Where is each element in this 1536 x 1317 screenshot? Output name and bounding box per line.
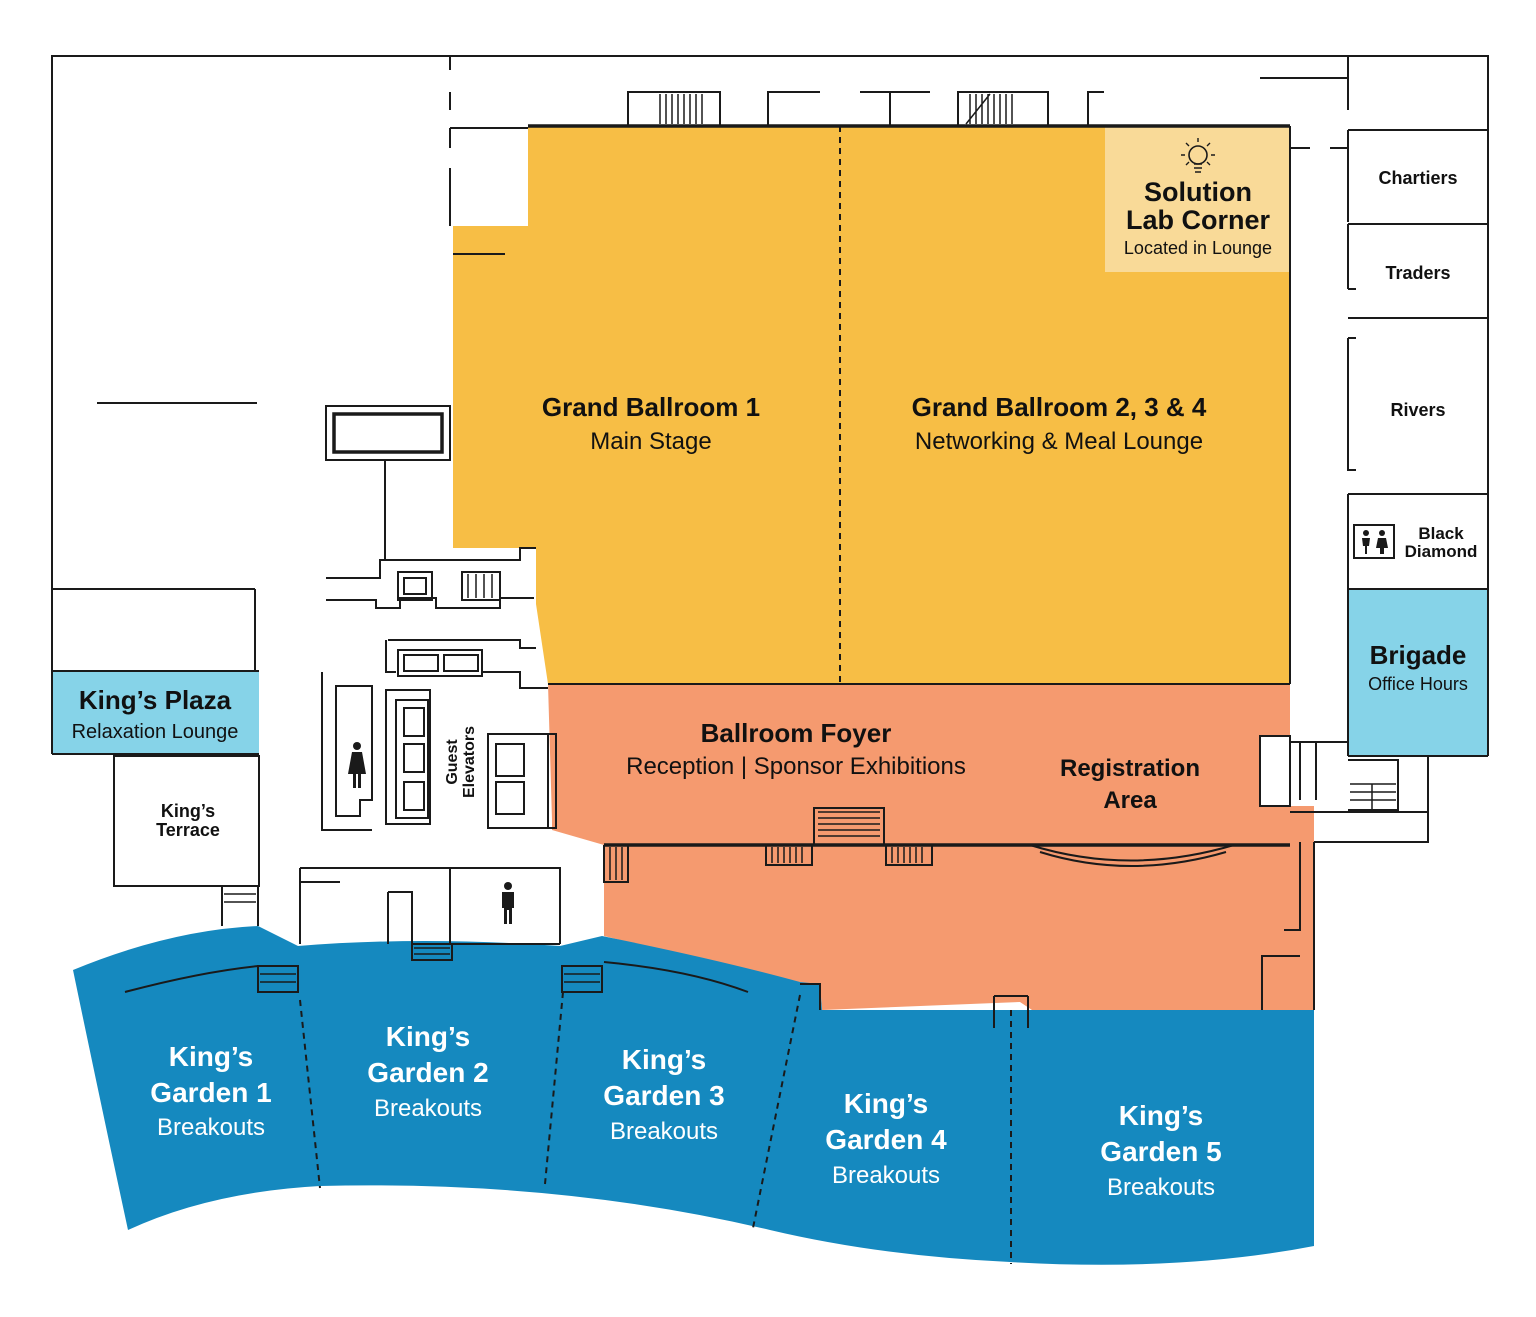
kings-plaza-subtitle: Relaxation Lounge xyxy=(72,721,239,743)
kings-plaza-area[interactable] xyxy=(52,671,259,754)
black-diamond-label-line2: Diamond xyxy=(1405,542,1478,561)
ballroom-foyer-subtitle: Reception | Sponsor Exhibitions xyxy=(626,753,966,780)
solution-lab-title-line1: Solution xyxy=(1144,177,1252,207)
garden-1-line2: Garden 1 xyxy=(150,1077,271,1108)
chartiers-label: Chartiers xyxy=(1378,168,1457,188)
garden-4-sub: Breakouts xyxy=(832,1162,940,1189)
kings-garden-2[interactable]: King’s Garden 2 Breakouts xyxy=(367,1021,488,1122)
garden-1-sub: Breakouts xyxy=(157,1114,265,1141)
garden-1-line1: King’s xyxy=(169,1041,254,1072)
guest-elevators-label-line1: Guest xyxy=(444,739,461,785)
garden-4-line1: King’s xyxy=(844,1088,929,1119)
traders-label: Traders xyxy=(1385,263,1450,283)
solution-lab-subtitle: Located in Lounge xyxy=(1124,238,1272,258)
garden-5-sub: Breakouts xyxy=(1107,1174,1215,1201)
registration-label-line2: Area xyxy=(1103,787,1157,814)
solution-lab-title-line2: Lab Corner xyxy=(1126,205,1271,235)
grand-ballroom-234-subtitle: Networking & Meal Lounge xyxy=(915,428,1203,455)
solution-lab-area[interactable] xyxy=(1105,126,1290,272)
kings-terrace-label-line1: King’s xyxy=(161,801,215,821)
guest-elevators-label-line2: Elevators xyxy=(461,726,478,798)
kings-garden-5[interactable]: King’s Garden 5 Breakouts xyxy=(1100,1100,1221,1201)
kings-garden-3[interactable]: King’s Garden 3 Breakouts xyxy=(603,1044,724,1145)
registration-label-line1: Registration xyxy=(1060,755,1200,782)
mens-restroom-icon xyxy=(502,882,514,924)
garden-2-line1: King’s xyxy=(386,1021,471,1052)
ballroom-foyer-title: Ballroom Foyer xyxy=(701,718,892,748)
black-diamond-label-line1: Black xyxy=(1418,524,1464,543)
garden-5-line2: Garden 5 xyxy=(1100,1136,1221,1167)
rivers-label: Rivers xyxy=(1390,400,1445,420)
womens-restroom-icon xyxy=(348,742,366,788)
grand-ballroom-234-title: Grand Ballroom 2, 3 & 4 xyxy=(912,392,1207,422)
brigade-area[interactable] xyxy=(1348,589,1488,756)
garden-2-sub: Breakouts xyxy=(374,1095,482,1122)
kings-terrace-label-line2: Terrace xyxy=(156,820,220,840)
brigade-subtitle: Office Hours xyxy=(1368,674,1468,694)
grand-ballroom-area[interactable] xyxy=(453,126,1290,684)
garden-4-line2: Garden 4 xyxy=(825,1124,947,1155)
brigade-title: Brigade xyxy=(1370,640,1467,670)
kings-garden-4[interactable]: King’s Garden 4 Breakouts xyxy=(825,1088,947,1189)
grand-ballroom-1-title: Grand Ballroom 1 xyxy=(542,392,760,422)
garden-2-line2: Garden 2 xyxy=(367,1057,488,1088)
garden-3-line2: Garden 3 xyxy=(603,1080,724,1111)
lightbulb-icon xyxy=(1181,138,1215,173)
grand-ballroom-1-subtitle: Main Stage xyxy=(590,428,711,455)
garden-3-line1: King’s xyxy=(622,1044,707,1075)
garden-5-line1: King’s xyxy=(1119,1100,1204,1131)
kings-plaza-title: King’s Plaza xyxy=(79,685,232,715)
garden-3-sub: Breakouts xyxy=(610,1118,718,1145)
kings-garden-area[interactable] xyxy=(73,926,1314,1265)
restroom-icon xyxy=(1362,530,1388,554)
kings-garden-1[interactable]: King’s Garden 1 Breakouts xyxy=(150,1041,271,1141)
